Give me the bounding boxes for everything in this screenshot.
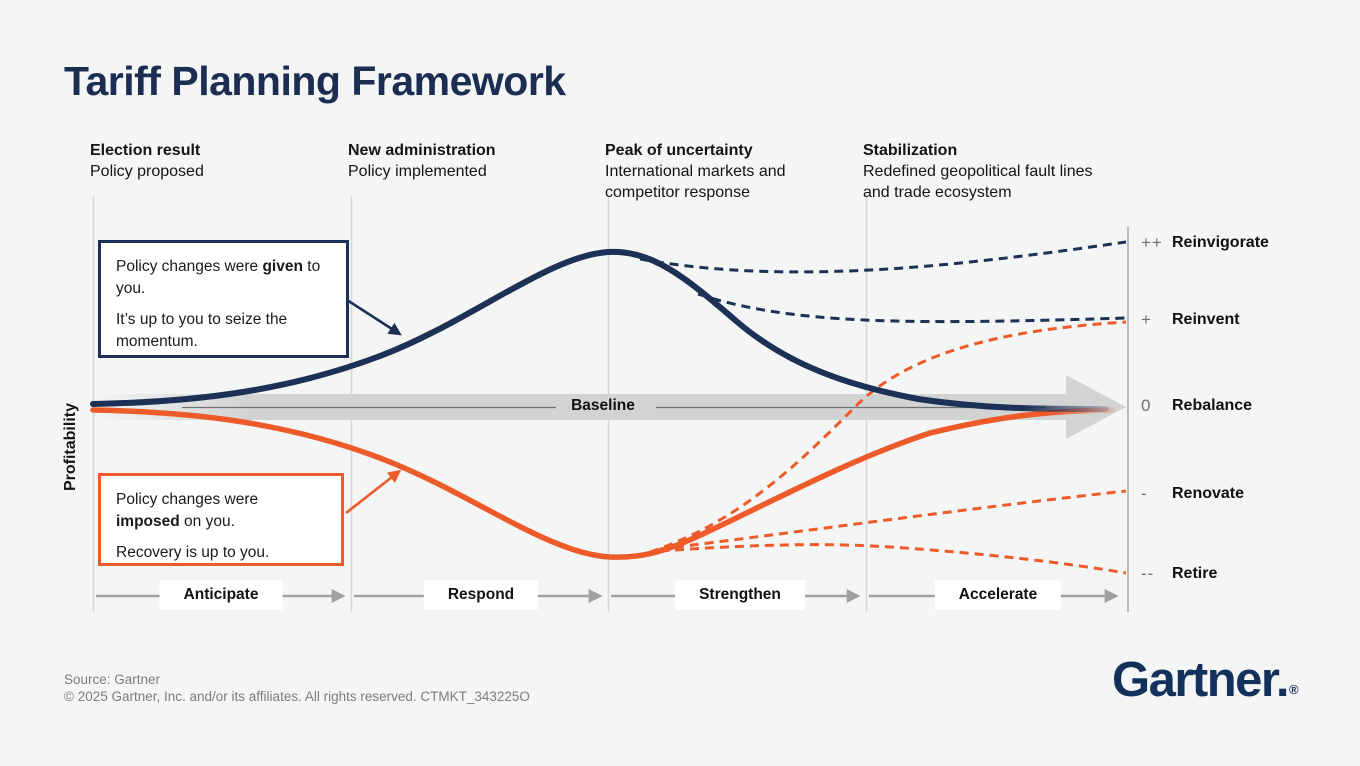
scenario-dashed-lines <box>639 240 1127 575</box>
baseline-label: Baseline <box>571 397 635 414</box>
footer: Source: Gartner © 2025 Gartner, Inc. and… <box>64 671 530 705</box>
outcome-label: Renovate <box>1172 485 1245 502</box>
given-callout-line2: It’s up to you to seize the momentum. <box>116 311 288 350</box>
given-callout-box: Policy changes were given to you. It’s u… <box>98 240 349 358</box>
outcome-label: Retire <box>1172 565 1218 582</box>
outcome-label: Reinvigorate <box>1172 234 1269 251</box>
imposed-retire-dash <box>659 543 1127 575</box>
callout-bold-word: imposed <box>116 513 180 530</box>
outcome-symbol: 0 <box>1141 396 1152 415</box>
logo-period: . <box>1275 653 1290 707</box>
registered-trademark-icon: ® <box>1288 682 1299 697</box>
gartner-logo: Gartner.® <box>1112 652 1299 708</box>
imposed-callout-box: Policy changes were imposed on you. Reco… <box>98 473 344 566</box>
page-title: Tariff Planning Framework <box>64 58 566 104</box>
callout-text: Policy changes were <box>116 258 263 275</box>
given-reinvent-dash <box>697 292 1127 324</box>
outcome-symbol: - <box>1141 484 1148 503</box>
action-label-accelerate: Accelerate <box>934 580 1062 610</box>
outcome-reinvent: + Reinvent <box>1141 309 1240 331</box>
phase-subtitle: Policy proposed <box>90 163 204 180</box>
phase-header-new-administration: New administration Policy implemented <box>348 140 568 182</box>
phase-title: Election result <box>90 142 201 159</box>
logo-wordmark: Gartner <box>1112 653 1277 707</box>
y-axis-label: Profitability <box>62 402 79 492</box>
outcome-rebalance: 0 Rebalance <box>1141 395 1252 417</box>
imposed-callout-arrow <box>345 469 402 515</box>
phase-subtitle: Policy implemented <box>348 163 487 180</box>
imposed-curve <box>90 407 1115 560</box>
outcome-label: Rebalance <box>1172 397 1253 414</box>
outcome-symbol: -- <box>1141 564 1155 583</box>
callout-bold-word: given <box>262 258 303 275</box>
outcome-label: Reinvent <box>1172 311 1240 328</box>
imposed-callout-line1: Policy changes were imposed on you. <box>116 489 326 533</box>
outcome-renovate: - Renovate <box>1141 483 1244 505</box>
phase-title: Peak of uncertainty <box>605 142 753 159</box>
callout-text: on you. <box>179 513 235 530</box>
baseline-band-arrow <box>93 375 1126 439</box>
given-callout-line1: Policy changes were given to you. <box>116 256 331 300</box>
imposed-reinvent-dash <box>649 320 1127 554</box>
action-label-respond: Respond <box>423 580 539 610</box>
phase-subtitle: International markets and competitor res… <box>605 163 786 201</box>
action-label-anticipate: Anticipate <box>159 580 283 610</box>
given-callout-arrow <box>346 298 402 336</box>
action-label-strengthen: Strengthen <box>675 580 805 610</box>
callout-text: to you. <box>116 258 321 297</box>
phase-header-peak-of-uncertainty: Peak of uncertainty International market… <box>605 140 823 203</box>
imposed-renovate-dash <box>659 489 1127 551</box>
outcome-symbol: + <box>1141 310 1152 329</box>
given-curve <box>90 248 1109 412</box>
source-line: Source: Gartner <box>64 672 161 687</box>
phase-title: New administration <box>348 142 496 159</box>
imposed-callout-line2: Recovery is up to you. <box>116 544 270 561</box>
callout-text: Policy changes were <box>116 491 259 508</box>
phase-header-election-result: Election result Policy proposed <box>90 140 300 182</box>
given-reinvigorate-dash <box>639 240 1127 274</box>
outcome-retire: -- Retire <box>1141 563 1217 585</box>
copyright-line: © 2025 Gartner, Inc. and/or its affiliat… <box>64 689 530 704</box>
phase-subtitle: Redefined geopolitical fault lines and t… <box>863 163 1093 201</box>
phase-header-stabilization: Stabilization Redefined geopolitical fau… <box>863 140 1095 203</box>
outcome-reinvigorate: ++ Reinvigorate <box>1141 232 1269 254</box>
outcome-symbol: ++ <box>1141 233 1163 252</box>
phase-title: Stabilization <box>863 142 958 159</box>
